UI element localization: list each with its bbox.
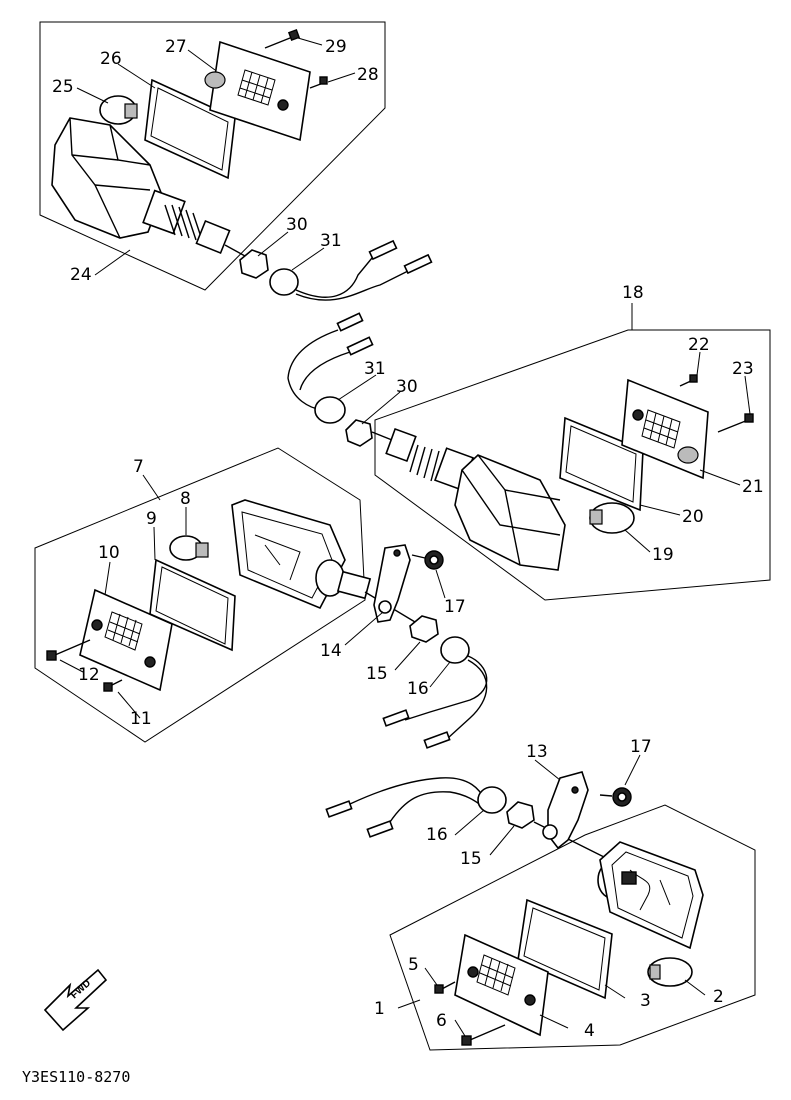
grommet-icon — [269, 268, 299, 296]
callout-5: 5 — [408, 955, 419, 975]
bulb-icon — [169, 535, 209, 561]
screw-icon — [461, 1024, 506, 1046]
callout-2: 2 — [713, 987, 724, 1007]
bracket-icon — [373, 544, 411, 623]
callout-28: 28 — [357, 65, 379, 85]
grommet-icon — [440, 636, 470, 664]
connector-icon — [368, 239, 433, 275]
callout-13: 13 — [526, 742, 548, 762]
screw-icon — [264, 28, 301, 49]
callout-27: 27 — [165, 37, 187, 57]
grommet-icon — [314, 396, 346, 424]
screw-icon — [309, 76, 328, 89]
callout-16-bottom: 16 — [426, 825, 448, 845]
gasket-icon — [149, 558, 236, 652]
callout-22: 22 — [688, 335, 710, 355]
assembly-outline-rear-left — [39, 21, 386, 291]
bulb-icon — [99, 95, 138, 125]
screw-icon — [46, 639, 91, 661]
connector-icon — [336, 312, 374, 356]
callout-24: 24 — [70, 265, 92, 285]
screw-icon — [103, 679, 123, 692]
assembly-outline-rear-right — [374, 329, 771, 601]
callout-15-mid: 15 — [366, 664, 388, 684]
turn-signal-housing-icon — [51, 117, 163, 239]
callout-30-mid: 30 — [396, 377, 418, 397]
screw-icon — [434, 981, 456, 994]
callout-15-bottom: 15 — [460, 849, 482, 869]
callout-30-top: 30 — [286, 215, 308, 235]
bracket-icon — [542, 771, 589, 850]
bulb-icon — [647, 957, 693, 987]
gasket-icon — [144, 78, 236, 180]
callout-19: 19 — [652, 545, 674, 565]
callout-1: 1 — [374, 999, 385, 1019]
nut-icon — [506, 801, 535, 829]
diagram-reference-code: Y3ES110-8270 — [22, 1068, 130, 1086]
callout-14: 14 — [320, 641, 342, 661]
leader-lines — [59, 37, 751, 1037]
turn-signal-rear-right — [287, 312, 754, 571]
callout-numbers: 25 26 27 29 28 30 31 24 18 22 23 21 20 1… — [52, 37, 764, 1041]
callout-20: 20 — [682, 507, 704, 527]
callout-10: 10 — [98, 543, 120, 563]
gasket-icon — [517, 898, 613, 1000]
screw-icon — [679, 374, 698, 387]
fwd-arrow-icon: FWD — [43, 968, 108, 1032]
gasket-icon — [559, 416, 644, 512]
nut-icon — [345, 419, 373, 447]
callout-12: 12 — [78, 665, 100, 685]
callout-17-bottom: 17 — [630, 737, 652, 757]
callout-17-mid: 17 — [444, 597, 466, 617]
screw-icon — [411, 550, 444, 570]
turn-signal-front-left — [79, 499, 488, 749]
lens-icon — [454, 933, 549, 1037]
grommet-icon — [477, 786, 507, 814]
callout-31-top: 31 — [320, 231, 342, 251]
bulb-icon — [589, 502, 635, 534]
callout-11: 11 — [130, 709, 152, 729]
connector-icon — [325, 800, 394, 838]
callout-6: 6 — [436, 1011, 447, 1031]
callout-26: 26 — [100, 49, 122, 69]
callout-18: 18 — [622, 283, 644, 303]
nut-icon — [409, 615, 439, 643]
callout-25: 25 — [52, 77, 74, 97]
assembly-outline-front-left — [34, 447, 366, 743]
callout-7: 7 — [133, 457, 144, 477]
callout-29: 29 — [325, 37, 347, 57]
callout-16-mid: 16 — [407, 679, 429, 699]
screw-icon — [599, 787, 632, 807]
connector-icon — [382, 709, 451, 749]
nut-icon — [239, 249, 269, 279]
lens-icon — [79, 588, 173, 692]
callout-4: 4 — [584, 1021, 595, 1041]
callout-9: 9 — [146, 509, 157, 529]
assembly-outline-front-right — [389, 804, 756, 1051]
lens-icon — [621, 378, 709, 480]
callout-23: 23 — [732, 359, 754, 379]
callout-8: 8 — [180, 489, 191, 509]
turn-signal-housing-icon — [599, 841, 704, 950]
turn-signal-front-right — [325, 771, 704, 1046]
callout-3: 3 — [640, 991, 651, 1011]
callout-21: 21 — [742, 477, 764, 497]
screw-icon — [717, 413, 754, 433]
lens-icon — [204, 40, 311, 142]
spring-stalk — [409, 444, 440, 482]
callout-31-mid: 31 — [364, 359, 386, 379]
turn-signal-rear-left — [51, 28, 433, 301]
